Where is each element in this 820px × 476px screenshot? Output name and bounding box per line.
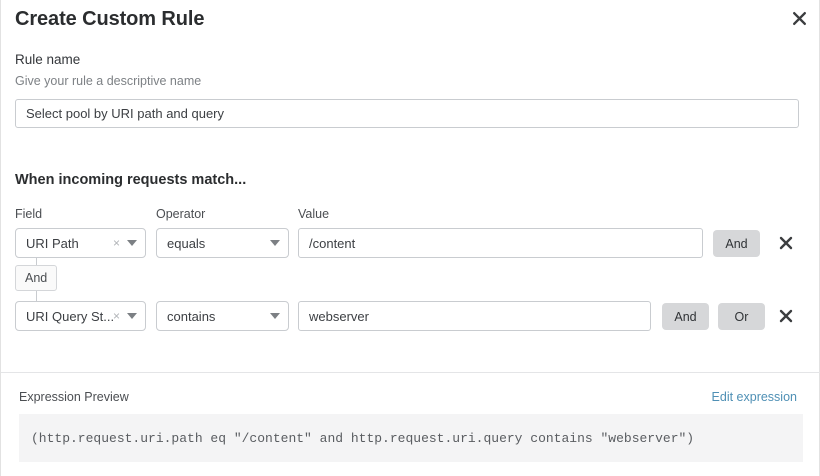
field-select-1[interactable]: URI Path × [15, 228, 146, 258]
value-input-1[interactable] [298, 228, 703, 258]
connector-line-bottom [36, 291, 37, 301]
remove-condition-icon-2[interactable] [775, 303, 797, 329]
condition-row: URI Path × equals And [1, 228, 820, 258]
edit-expression-link[interactable]: Edit expression [711, 390, 797, 404]
rule-name-input[interactable] [15, 99, 799, 128]
column-header-operator: Operator [156, 207, 206, 221]
chevron-down-icon[interactable] [270, 313, 280, 319]
field-select-1-value: URI Path [26, 235, 79, 251]
remove-condition-icon-1[interactable] [775, 230, 797, 256]
clear-icon[interactable]: × [112, 309, 120, 323]
condition-row: URI Query St... × contains And Or [1, 301, 820, 331]
connector-line-top [36, 258, 37, 265]
rule-name-label: Rule name [15, 52, 81, 67]
or-button-2[interactable]: Or [718, 303, 765, 330]
expression-preview-box: (http.request.uri.path eq "/content" and… [19, 414, 803, 462]
close-icon[interactable] [787, 6, 811, 30]
operator-select-1[interactable]: equals [156, 228, 289, 258]
page-title: Create Custom Rule [15, 8, 205, 30]
value-input-2[interactable] [298, 301, 651, 331]
field-select-2-value: URI Query St... [26, 308, 113, 324]
operator-select-2[interactable]: contains [156, 301, 289, 331]
and-button-2[interactable]: And [662, 303, 709, 330]
chevron-down-icon[interactable] [270, 240, 280, 246]
rule-name-help-text: Give your rule a descriptive name [15, 74, 202, 88]
column-header-field: Field [15, 207, 43, 221]
expression-preview-label: Expression Preview [19, 390, 129, 404]
column-header-value: Value [298, 207, 330, 221]
field-select-2[interactable]: URI Query St... × [15, 301, 146, 331]
chevron-down-icon[interactable] [127, 313, 137, 319]
condition-connector: And [1, 258, 201, 304]
chevron-down-icon[interactable] [127, 240, 137, 246]
section-divider [1, 372, 820, 373]
operator-select-1-value: equals [167, 235, 206, 251]
clear-icon[interactable]: × [112, 236, 120, 250]
conditions-heading: When incoming requests match... [15, 172, 247, 188]
and-button-1[interactable]: And [713, 230, 760, 257]
connector-and-chip[interactable]: And [15, 265, 58, 291]
operator-select-2-value: contains [167, 308, 216, 324]
expression-code: (http.request.uri.path eq "/content" and… [31, 430, 695, 446]
